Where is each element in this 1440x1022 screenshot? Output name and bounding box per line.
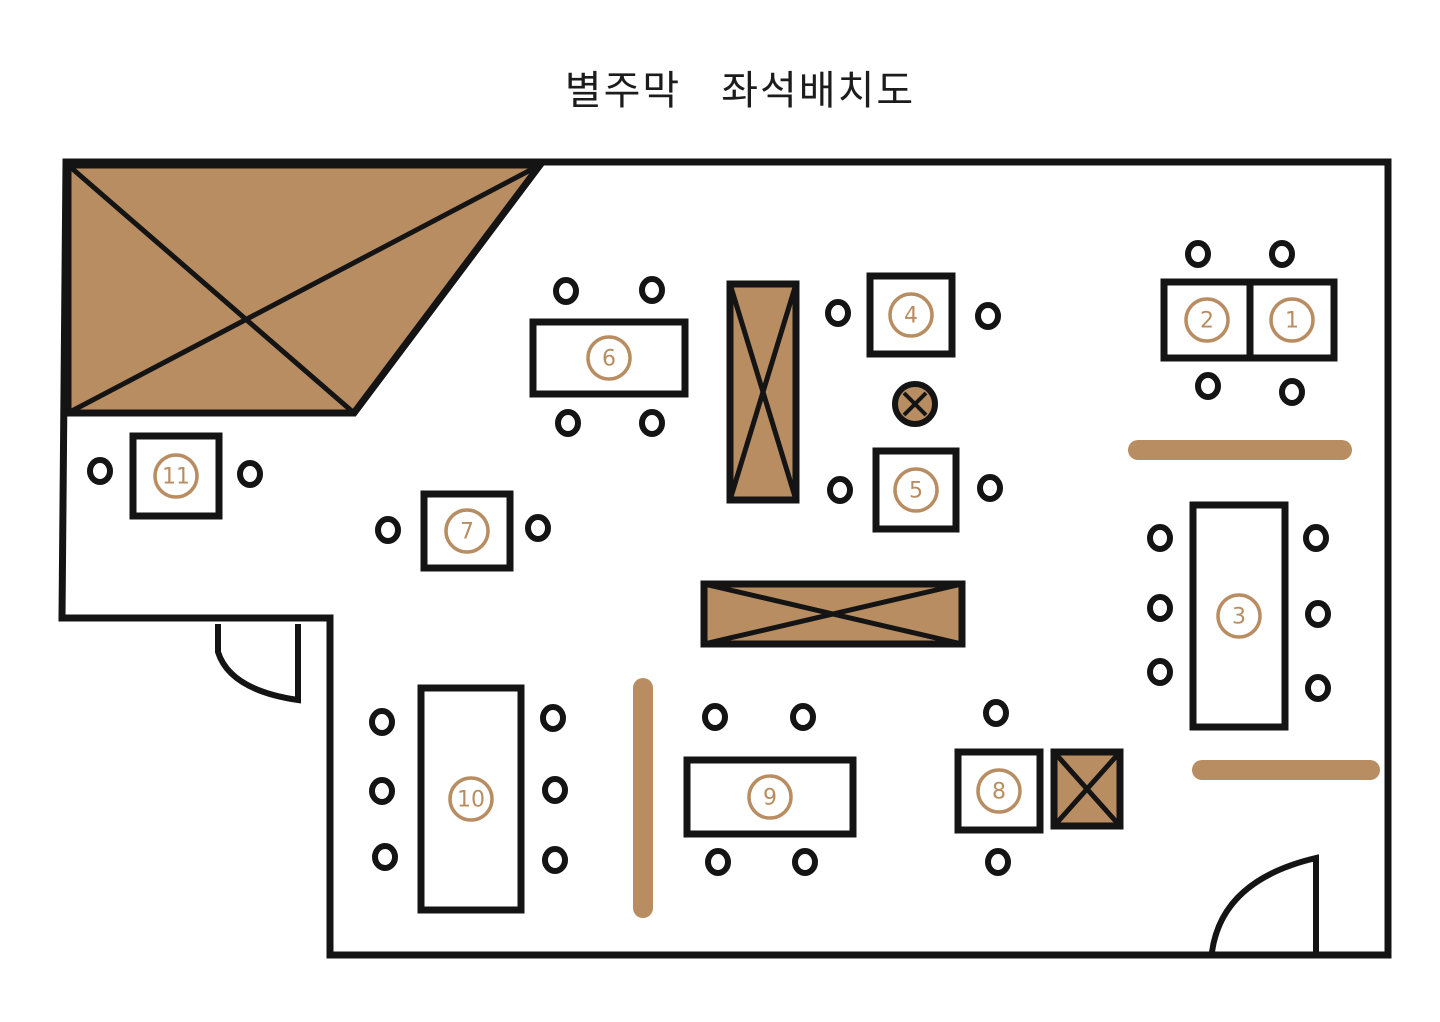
floor-layer [58,158,1392,959]
table-number-circle [893,467,939,513]
table-number-circle [444,508,490,554]
blocked-areas-layer [700,280,1124,830]
table-7[interactable]: 7 [420,490,514,572]
table-surface[interactable] [129,432,223,520]
table-number: 5 [909,479,923,504]
page-title: 별주막 좌석배치도 [0,58,1440,116]
table-number: 10 [457,788,485,813]
table-number: 8 [992,780,1006,805]
doors-layer [215,624,1319,953]
chairs-layer [87,240,1331,876]
partitions-layer [633,440,1380,918]
table-2[interactable]: 2 [1160,278,1254,362]
table-number: 6 [602,347,616,372]
table-surface[interactable] [417,684,525,914]
pillar-horizontal [700,580,966,648]
table-6[interactable]: 6 [529,318,689,398]
cross-icon [703,581,963,647]
door-bottom-right-icon [1209,854,1319,953]
chair-icon [1305,674,1331,702]
chair-icon [1147,658,1173,686]
outer-wall [58,158,1392,959]
table-number-circle [888,292,934,338]
table-number: 7 [460,520,474,545]
table-5[interactable]: 5 [872,447,960,533]
chair-icon [977,474,1003,502]
table-9[interactable]: 9 [683,756,857,838]
table-surface[interactable] [420,490,514,572]
table-number-circle [153,453,199,499]
cross-icon [727,283,799,501]
tables-layer: 1 2 3 4 5 6 7 8 9 10 11 [129,272,1338,914]
table-number: 3 [1232,605,1246,630]
table-number: 2 [1200,309,1214,334]
table-surface[interactable] [954,748,1044,834]
table-1[interactable]: 1 [1246,278,1338,362]
table-4[interactable]: 4 [866,272,956,358]
chair-icon [1279,378,1305,406]
table-number: 4 [904,304,918,329]
table-number-circle [1269,297,1315,343]
chair-icon [975,302,1001,330]
chair-icon [237,460,263,488]
chair-icon [87,457,113,485]
chair-icon [825,299,851,327]
cross-icon [1052,750,1122,828]
table-surface[interactable] [1189,501,1289,731]
chair-icon [1303,524,1329,552]
table-number: 1 [1285,309,1299,334]
chair-icon [375,516,401,544]
table-8[interactable]: 8 [954,748,1044,834]
table-number-circle [586,335,632,381]
table-number-circle [747,774,793,820]
chair-icon [369,708,395,736]
chair-icon [983,699,1009,727]
chair-icon [1147,594,1173,622]
table-number-circle [1184,297,1230,343]
chair-icon [1269,240,1295,268]
post-marker [892,381,938,427]
chair-icon [639,276,665,304]
chair-icon [542,776,568,804]
title-venue-name: 별주막 [564,68,682,114]
table-surface[interactable] [1160,278,1254,362]
chair-icon [827,476,853,504]
table-surface[interactable] [683,756,857,838]
chair-icon [553,277,579,305]
table-number-circle [1216,593,1262,639]
table-number: 9 [763,786,777,811]
stage-cross-line [66,162,542,416]
table-number-circle [976,768,1022,814]
stage-cross-line [66,163,356,415]
table-surface[interactable] [529,318,689,398]
pillar-small [1050,748,1124,830]
table-11[interactable]: 11 [129,432,223,520]
table-surface[interactable] [872,447,960,533]
chair-icon [542,846,568,874]
chair-icon [555,409,581,437]
table-10[interactable]: 10 [417,684,525,914]
chair-icon [525,514,551,542]
table-3[interactable]: 3 [1189,501,1289,731]
table-surface[interactable] [866,272,956,358]
chair-icon [1305,600,1331,628]
table-number: 11 [162,465,190,490]
cross-icon [902,391,928,417]
chair-icon [702,703,728,731]
title-seating-chart: 좌석배치도 [721,68,916,114]
chair-icon [540,704,566,732]
chair-icon [792,848,818,876]
pillar-vertical [726,280,800,504]
chair-icon [639,409,665,437]
chair-icon [1147,524,1173,552]
chair-icon [790,703,816,731]
chair-icon [369,777,395,805]
door-left-icon [215,624,301,704]
table-number-circle [448,776,494,822]
chair-icon [1185,240,1211,268]
chair-icon [985,848,1011,876]
chair-icon [372,843,398,871]
chair-icon [1195,372,1221,400]
chair-icon [705,848,731,876]
